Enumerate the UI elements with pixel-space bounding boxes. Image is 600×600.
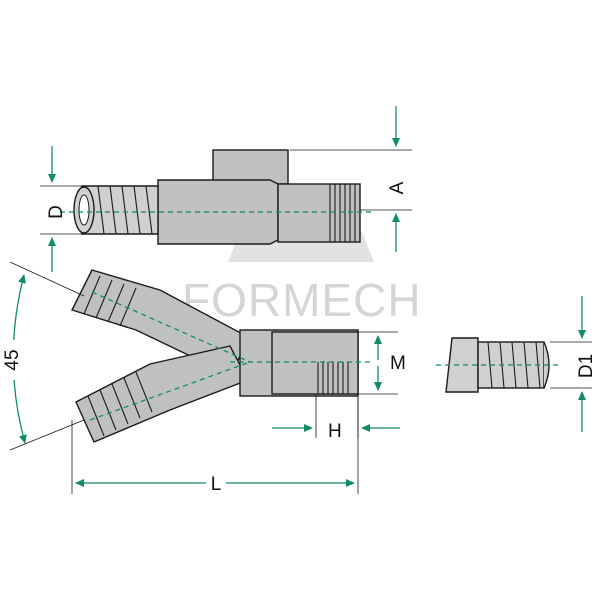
dimension-angle-label: 45 (2, 349, 23, 370)
dimension-h-label: H (328, 421, 342, 442)
dimension-d1: D1 (550, 296, 597, 432)
y-fitting (71, 269, 372, 443)
dimension-d-label: D (46, 205, 67, 219)
dimension-l: L (71, 396, 359, 495)
watermark-text: FORMECH (182, 274, 422, 326)
dimension-a-label: A (387, 181, 408, 194)
dimension-d: D (40, 146, 84, 272)
dimension-d1-label: D1 (576, 354, 597, 378)
dimension-m: M (358, 331, 406, 395)
dimension-l-label: L (211, 474, 222, 495)
dimension-h: H (272, 394, 400, 442)
dimension-angle: 45 (0, 261, 85, 451)
straight-fitting (60, 149, 372, 245)
dimension-m-label: M (390, 353, 406, 374)
dimension-a: A (290, 106, 412, 252)
hose-tail (436, 337, 562, 393)
